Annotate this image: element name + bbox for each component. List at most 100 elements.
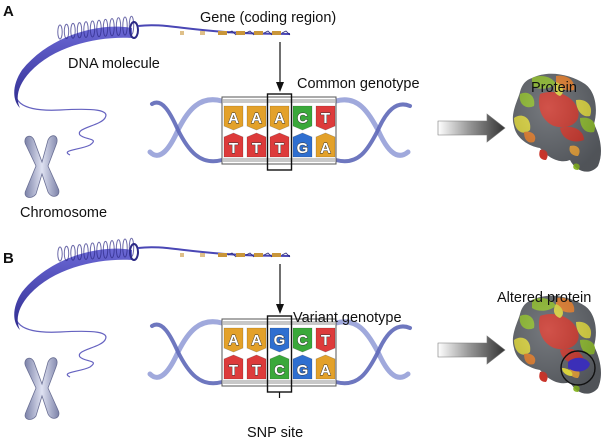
chromosome-icon [24,357,60,420]
dna-thread [15,29,133,156]
backbone-bottom [223,158,335,162]
base-letter-bottom: T [252,362,261,379]
gene-helix-marks [227,252,291,258]
base-letter-bottom: A [320,140,331,157]
base-letter-bottom: T [229,140,238,157]
helix-ribbon [150,100,224,164]
base-letter-top: C [297,110,308,127]
dna-coil-ring [83,243,89,260]
gene-segment [180,253,184,257]
translation-arrow [437,113,506,143]
dna-coil-ring [115,239,122,258]
genotype-label-a: Common genotype [297,76,420,92]
gene-pointer-arrowhead [276,304,284,314]
helix-ribbon [333,97,411,158]
base-top-G [269,327,290,353]
gene-segment [218,253,227,257]
base-letter-top: A [251,110,262,127]
base-top-A [246,105,267,131]
dna-coil-ring [70,244,76,261]
backbone-top [223,321,335,325]
gene-segment [272,31,281,35]
base-letter-bottom: T [229,362,238,379]
base-bottom-T [246,132,267,158]
dna-coil-ring [63,23,70,40]
dna-coil-ring [115,17,122,36]
base-letter-bottom: T [275,140,284,157]
base-top-A [223,105,244,131]
base-letter-bottom: A [320,362,331,379]
dna-coil-body [14,26,132,108]
gene-segment [254,31,263,35]
base-letter-bottom: C [274,362,285,379]
base-top-A [269,105,290,131]
gene-segment [200,31,205,35]
base-letter-bottom: G [297,362,309,379]
altered-residue [568,357,590,372]
base-letter-bottom: T [252,140,261,157]
helix-ribbon [334,102,412,164]
base-bottom-T [269,132,290,158]
protein-label: Protein [531,80,577,96]
base-bottom-T [246,354,267,380]
base-letter-top: G [274,332,286,349]
dna-coil-ring [102,18,109,37]
dna-molecule-label: DNA molecule [68,56,160,72]
dna-coil-ring [109,18,115,37]
dna-coil-body [14,248,132,330]
dna-coil [14,237,291,378]
base-top-C [292,327,313,353]
base-bottom-G [292,354,313,380]
base-letter-top: T [321,332,330,349]
base-bottom-T [223,354,244,380]
dna-coil-ring [89,20,96,38]
dna-coil-ring [109,240,115,259]
dna-coil-ring [102,240,109,259]
chromosome-label: Chromosome [20,205,107,221]
protein-structure [512,73,601,172]
base-bottom-T [223,132,244,158]
chromosome-icon [24,135,60,198]
gene-label: Gene (coding region) [200,10,336,26]
gene-segment [272,253,281,257]
dna-coil-ring [96,19,102,38]
dna-coil-ring [76,244,83,261]
protein-shading [512,295,601,394]
chromosome-shape [24,135,60,198]
protein-structure [512,295,601,394]
helix-ribbon [333,319,411,380]
gene-segment [180,31,184,35]
base-letter-top: A [228,332,239,349]
base-letter-top: T [321,110,330,127]
helix-ribbon [150,322,224,386]
double-helix [147,319,412,386]
panel-letter-a: A [3,3,14,20]
panel-letter-b: B [3,250,14,267]
base-bottom-A [315,354,336,380]
base-bottom-G [292,132,313,158]
highlight-column [266,93,293,171]
protein-shading [512,73,601,172]
gene-segment [236,31,245,35]
base-letter-bottom: G [297,140,309,157]
dna-coil-ring [57,246,63,262]
base-letter-top: C [297,332,308,349]
base-top-A [246,327,267,353]
double-helix [147,97,412,164]
dna-coil-end [129,21,139,39]
dna-coil-ring [76,22,83,39]
base-top-T [315,105,336,131]
altered-residue-neighbor [562,368,573,376]
translation-arrow [437,335,506,365]
dna-coil-ring [122,238,128,258]
dna-thread [15,251,133,378]
backbone-bottom [223,380,335,384]
gene-segment [200,253,205,257]
altered-site-circle [560,350,596,386]
base-bottom-A [315,132,336,158]
